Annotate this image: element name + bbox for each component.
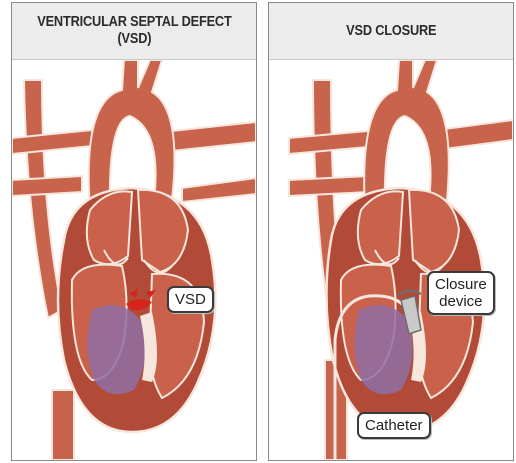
- vsd-panel: VENTRICULAR SEPTAL DEFECT (VSD) VSD: [11, 2, 257, 461]
- closure-label-line-1: Closure: [435, 276, 487, 293]
- catheter-label: Catheter: [365, 417, 423, 434]
- pulmonary-vessel-right-lower: [182, 178, 256, 202]
- closure-label-line-2: device: [435, 293, 487, 310]
- panel-header: VENTRICULAR SEPTAL DEFECT (VSD): [12, 3, 256, 60]
- vsd-closure-panel: VSD CLOSURE Closure device Catheter: [268, 2, 514, 461]
- heart-with-closure-illustration: [269, 60, 513, 460]
- ventricle-blue: [87, 305, 145, 394]
- pulmonary-vessel-right: [162, 122, 256, 152]
- panel-header: VSD CLOSURE: [269, 3, 513, 60]
- vena-cava: [24, 80, 62, 318]
- panel-title: VSD CLOSURE: [346, 23, 436, 40]
- panel-title: VENTRICULAR SEPTAL DEFECT (VSD): [37, 14, 231, 48]
- title-line-2: (VSD): [37, 31, 231, 48]
- pulmonary-vessel-lower: [12, 176, 82, 196]
- inferior-vessel: [52, 390, 74, 460]
- closure-device-callout: Closure device: [427, 271, 495, 315]
- catheter-callout: Catheter: [357, 412, 431, 439]
- pulmonary-vessel-upper: [12, 130, 92, 154]
- pulmonary-vessel-lower: [289, 176, 369, 196]
- title-line-1: VSD CLOSURE: [346, 23, 436, 40]
- vsd-callout: VSD: [167, 286, 214, 313]
- ventricle-blue: [354, 305, 412, 394]
- vsd-label: VSD: [175, 291, 206, 308]
- heart-with-vsd-illustration: [12, 60, 256, 460]
- title-line-1: VENTRICULAR SEPTAL DEFECT: [37, 14, 231, 31]
